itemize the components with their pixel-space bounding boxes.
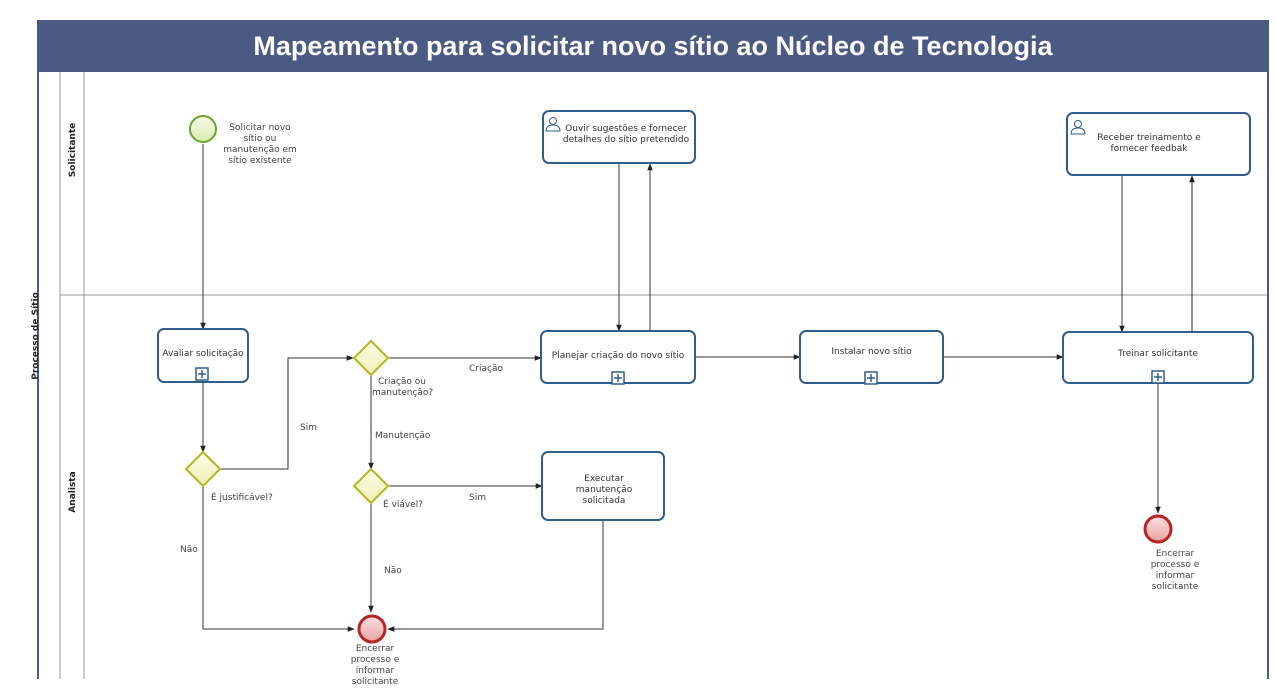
flow-label-nao-2: Não [384,566,402,576]
task-receber [1066,112,1251,176]
task-receber-label: Receber treinamento e fornecer feedbak [1097,133,1201,154]
start-event-label: Solicitar novo sítio ou manutenção em sí… [223,123,297,166]
gateway-criacao-manutencao-label: Criação ou manutenção? [372,377,434,398]
flow-label-sim-2: Sim [469,493,486,503]
end-event-right-label: Encerrar processo e informar solicitante [1150,549,1200,592]
flow-justificavel-nao [202,486,355,632]
lane-label-solicitante: Solicitante [68,123,78,177]
task-ouvir [542,110,696,164]
gateway-criacao-manutencao-icon [352,339,390,377]
gateway-viavel-icon [352,467,390,505]
user-task-icon [545,117,561,132]
flow-label-criacao: Criação [469,364,503,374]
flow-executar-to-end [387,520,604,632]
task-ouvir-label: Ouvir sugestões e fornecer detalhes do s… [562,124,690,145]
end-event-right-icon [1143,514,1173,544]
flow-justificavel-sim [220,355,354,470]
start-event-icon [189,115,217,143]
diagram-title: Mapeamento para solicitar novo sítio ao … [37,20,1269,73]
task-planejar-label: Planejar criação do novo sítio [551,351,685,361]
task-treinar-label: Treinar solicitante [1118,349,1198,359]
end-event-main-icon [357,614,387,644]
task-avaliar-label: Avaliar solicitação [162,349,244,359]
flow-label-nao-1: Não [180,545,198,555]
pool-label: Processo de Sítio [31,292,41,380]
lane-label-analista: Analista [68,471,78,512]
gateway-viavel-label: É viável? [383,500,424,510]
gateway-justificavel-icon [184,450,222,488]
gateway-justificavel-label: É justificável? [211,493,273,503]
flow-label-manutencao: Manutenção [375,431,431,441]
task-avaliar [157,328,249,383]
task-executar-label: Executar manutenção solicitada [575,474,633,506]
task-instalar-label: Instalar novo sítio [831,347,912,357]
task-executar [541,451,665,521]
user-task-icon [1070,120,1086,135]
end-event-main-label: Encerrar processo e informar solicitante [350,644,400,687]
flow-label-sim-1: Sim [300,423,317,433]
